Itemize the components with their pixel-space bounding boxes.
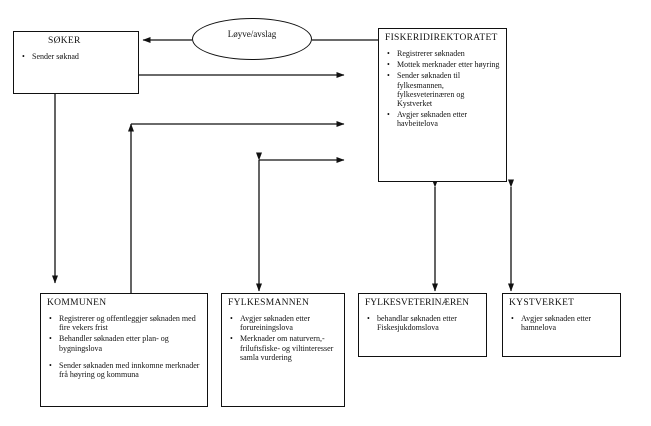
kommunen-list: Registrerer og offentleggjer søknaden me… (47, 314, 202, 379)
list-item: Avgjer søknaden etter havbeitelova (387, 110, 501, 128)
list-item: Merknader om naturvern,- friluftsfiske- … (230, 334, 339, 362)
fiskeridirektoratet-box: FISKERIDIREKTORATET Registrerer søknaden… (378, 28, 507, 182)
kystverket-title: KYSTVERKET (509, 298, 575, 308)
list-item: behandlar søknaden etter Fiskesjukdomslo… (367, 314, 481, 332)
list-item: Registrerer søknaden (387, 49, 501, 58)
fylkesveterinaeren-list: behandlar søknaden etter Fiskesjukdomslo… (365, 314, 481, 332)
decision-node: Løyve/avslag (192, 18, 312, 60)
kystverket-box: KYSTVERKET Avgjer søknaden etter hamnelo… (502, 293, 621, 357)
fylkesmannen-box: FYLKESMANNEN Avgjer søknaden etter forur… (221, 293, 345, 407)
soker-title: SØKER (48, 36, 81, 46)
fiskeridirektoratet-list: Registrerer søknaden Mottek merknader et… (385, 49, 501, 129)
list-item: Avgjer søknaden etter hamnelova (511, 314, 615, 332)
list-item: Sender søknaden med innkomne merknader f… (49, 361, 202, 379)
decision-label: Løyve/avslag (227, 29, 277, 39)
fylkesveterinaeren-title: FYLKESVETERINÆREN (365, 298, 469, 308)
fylkesmannen-title: FYLKESMANNEN (228, 298, 310, 308)
list-item: Avgjer søknaden etter forureiningslova (230, 314, 339, 332)
list-item: Registrerer og offentleggjer søknaden me… (49, 314, 202, 332)
list-item: Behandler søknaden etter plan- og bygnin… (49, 334, 202, 352)
fylkesmannen-list: Avgjer søknaden etter forureiningslova M… (228, 314, 339, 362)
list-item: Sender søknad (22, 52, 133, 61)
kommunen-title: KOMMUNEN (47, 298, 107, 308)
list-item: Sender søknaden til fylkesmannen, fylkes… (387, 71, 501, 108)
kystverket-list: Avgjer søknaden etter hamnelova (509, 314, 615, 332)
list-item: Mottek merknader etter høyring (387, 60, 501, 69)
soker-box: SØKER Sender søknad (13, 31, 139, 94)
kommunen-box: KOMMUNEN Registrerer og offentleggjer sø… (40, 293, 208, 407)
fylkesveterinaeren-box: FYLKESVETERINÆREN behandlar søknaden ett… (358, 293, 487, 357)
fiskeridirektoratet-title: FISKERIDIREKTORATET (385, 33, 498, 43)
soker-list: Sender søknad (20, 52, 133, 61)
